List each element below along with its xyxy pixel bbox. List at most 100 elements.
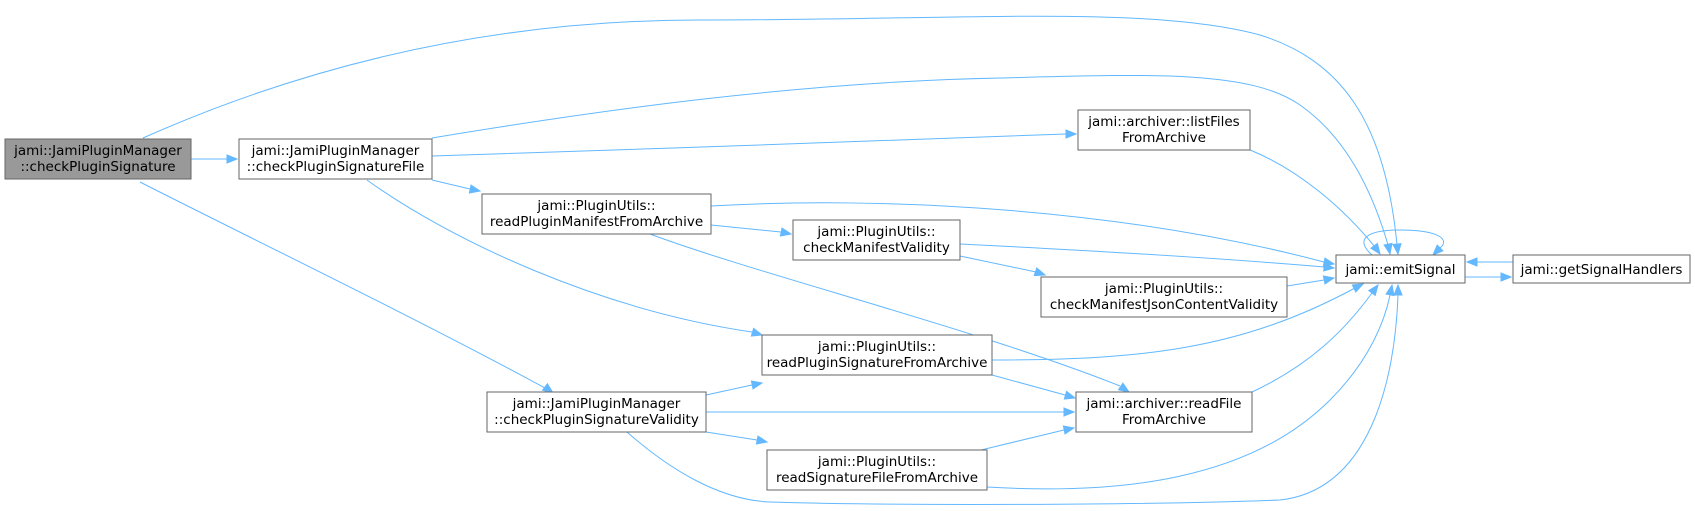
edge-line — [142, 15, 1398, 246]
edge-arrowhead — [1323, 262, 1336, 272]
edge-checkManifest-to-checkJson — [959, 255, 1047, 277]
node-label-line-1: jami::emitSignal — [1345, 262, 1456, 278]
node-label-line-2: readSignatureFileFromArchive — [776, 470, 978, 486]
node-check-manifest-json-content-validity[interactable]: jami::PluginUtils:: checkManifestJsonCon… — [1040, 276, 1288, 318]
edge-arrowhead — [1393, 283, 1403, 296]
edge-line — [431, 74, 1389, 246]
edge-readSigFile-to-emitSignal — [986, 283, 1395, 490]
node-box — [761, 334, 993, 376]
edge-arrowhead — [1392, 243, 1402, 256]
node-check-plugin-signature[interactable]: jami::JamiPluginManager ::checkPluginSig… — [4, 138, 192, 180]
edge-root-to-checkSigFile — [191, 154, 239, 164]
node-box — [1075, 391, 1253, 433]
edge-checkSigValidity-to-readPluginSig — [705, 380, 764, 396]
node-check-manifest-validity[interactable]: jami::PluginUtils:: checkManifestValidit… — [792, 219, 961, 261]
edge-arrowhead — [779, 227, 793, 237]
node-label-line-1: jami::getSignalHandlers — [1520, 262, 1683, 278]
edge-line — [705, 431, 758, 441]
node-label-line-2: ::checkPluginSignature — [20, 159, 175, 175]
edge-line — [431, 133, 1067, 157]
edge-arrowhead — [1367, 283, 1379, 297]
edge-arrowhead — [1432, 244, 1444, 256]
node-label-line-1: jami::PluginUtils:: — [817, 339, 936, 355]
node-get-signal-handlers[interactable]: jami::getSignalHandlers — [1512, 254, 1691, 284]
node-emit-signal[interactable]: jami::emitSignal — [1335, 254, 1466, 284]
edge-checkJson-to-emitSignal — [1286, 275, 1336, 287]
node-read-file-from-archive[interactable]: jami::archiver::readFile FromArchive — [1075, 391, 1253, 433]
node-check-plugin-signature-validity[interactable]: jami::JamiPluginManager ::checkPluginSig… — [486, 391, 707, 433]
edge-readSigFile-to-readFile — [980, 425, 1076, 451]
node-box — [1335, 254, 1466, 284]
edge-arrowhead — [1385, 283, 1395, 297]
edge-arrowhead — [1383, 242, 1393, 256]
edge-arrowhead — [1033, 267, 1047, 277]
node-label-line-2: FromArchive — [1122, 130, 1206, 146]
node-read-plugin-manifest-from-archive[interactable]: jami::PluginUtils:: readPluginManifestFr… — [481, 193, 712, 235]
node-label-line-1: jami::archiver::listFiles — [1087, 114, 1239, 130]
edge-readFile-to-emitSignal — [1251, 283, 1379, 393]
node-read-signature-file-from-archive[interactable]: jami::PluginUtils:: readSignatureFileFro… — [766, 449, 988, 491]
edge-checkSigFile-to-emitSignal — [431, 74, 1393, 256]
edge-arrowhead — [1370, 242, 1381, 256]
edge-emitSignal-to-emitSignal — [1363, 229, 1445, 256]
node-list-files-from-archive[interactable]: jami::archiver::listFiles FromArchive — [1077, 109, 1251, 151]
node-label-line-2: checkManifestJsonContentValidity — [1050, 297, 1278, 313]
edge-arrowhead — [1465, 257, 1478, 267]
edges-layer — [139, 15, 1513, 505]
node-box — [481, 193, 712, 235]
edge-arrowhead — [468, 184, 482, 194]
edge-arrowhead — [750, 380, 764, 390]
edge-readManifest-to-readFile — [649, 233, 1131, 393]
edge-arrowhead — [1063, 407, 1076, 417]
edge-line — [649, 233, 1121, 387]
node-box — [486, 391, 707, 433]
edge-line — [959, 243, 1325, 268]
edge-line — [991, 374, 1066, 396]
edge-checkSigValidity-to-emitSignal — [626, 283, 1403, 505]
edge-line — [1363, 229, 1445, 256]
edge-line — [710, 202, 1325, 263]
node-read-plugin-signature-from-archive[interactable]: jami::PluginUtils:: readPluginSignatureF… — [761, 334, 993, 376]
edge-line — [1251, 292, 1373, 393]
edge-checkSigValidity-to-readSigFile — [705, 431, 769, 445]
node-check-plugin-signature-file[interactable]: jami::JamiPluginManager ::checkPluginSig… — [238, 138, 433, 180]
node-box — [238, 138, 433, 180]
edge-line — [980, 429, 1065, 451]
edge-emitSignal-to-getHandlers — [1465, 272, 1513, 282]
node-box — [792, 219, 961, 261]
edge-line — [1249, 149, 1376, 248]
edge-checkManifest-to-emitSignal — [959, 243, 1336, 272]
edge-arrowhead — [750, 327, 764, 337]
edge-readManifest-to-checkManifest — [710, 224, 793, 237]
edge-checkSigValidity-to-readFile — [706, 407, 1076, 417]
node-box — [4, 138, 192, 180]
node-label-line-2: checkManifestValidity — [803, 240, 950, 256]
edge-arrowhead — [755, 435, 769, 445]
node-label-line-1: jami::JamiPluginManager — [251, 143, 420, 159]
node-label-line-1: jami::PluginUtils:: — [817, 454, 936, 470]
edge-arrowhead — [226, 154, 239, 164]
edge-checkSigFile-to-listFiles — [431, 129, 1078, 157]
node-label-line-1: jami::PluginUtils:: — [816, 224, 935, 240]
node-label-line-2: readPluginManifestFromArchive — [490, 214, 703, 230]
node-box — [766, 449, 988, 491]
edge-line — [705, 384, 753, 396]
nodes-layer: jami::JamiPluginManager ::checkPluginSig… — [4, 109, 1691, 491]
edge-arrowhead — [1322, 275, 1336, 285]
node-box — [1040, 276, 1288, 318]
edge-getHandlers-to-emitSignal — [1465, 257, 1513, 267]
node-box — [1077, 109, 1251, 151]
edge-line — [139, 181, 546, 389]
edge-arrowhead — [1500, 272, 1513, 282]
node-label-line-1: jami::PluginUtils:: — [1104, 281, 1223, 297]
node-box — [1512, 254, 1691, 284]
edge-line — [991, 287, 1356, 361]
edge-listFiles-to-emitSignal — [1249, 149, 1381, 256]
edge-line — [366, 179, 753, 333]
edge-arrowhead — [1117, 382, 1131, 393]
edge-arrowhead — [1065, 129, 1078, 139]
node-label-line-1: jami::archiver::readFile — [1086, 396, 1242, 412]
node-label-line-1: jami::PluginUtils:: — [536, 198, 655, 214]
edge-readPluginSig-to-readFile — [991, 374, 1077, 400]
